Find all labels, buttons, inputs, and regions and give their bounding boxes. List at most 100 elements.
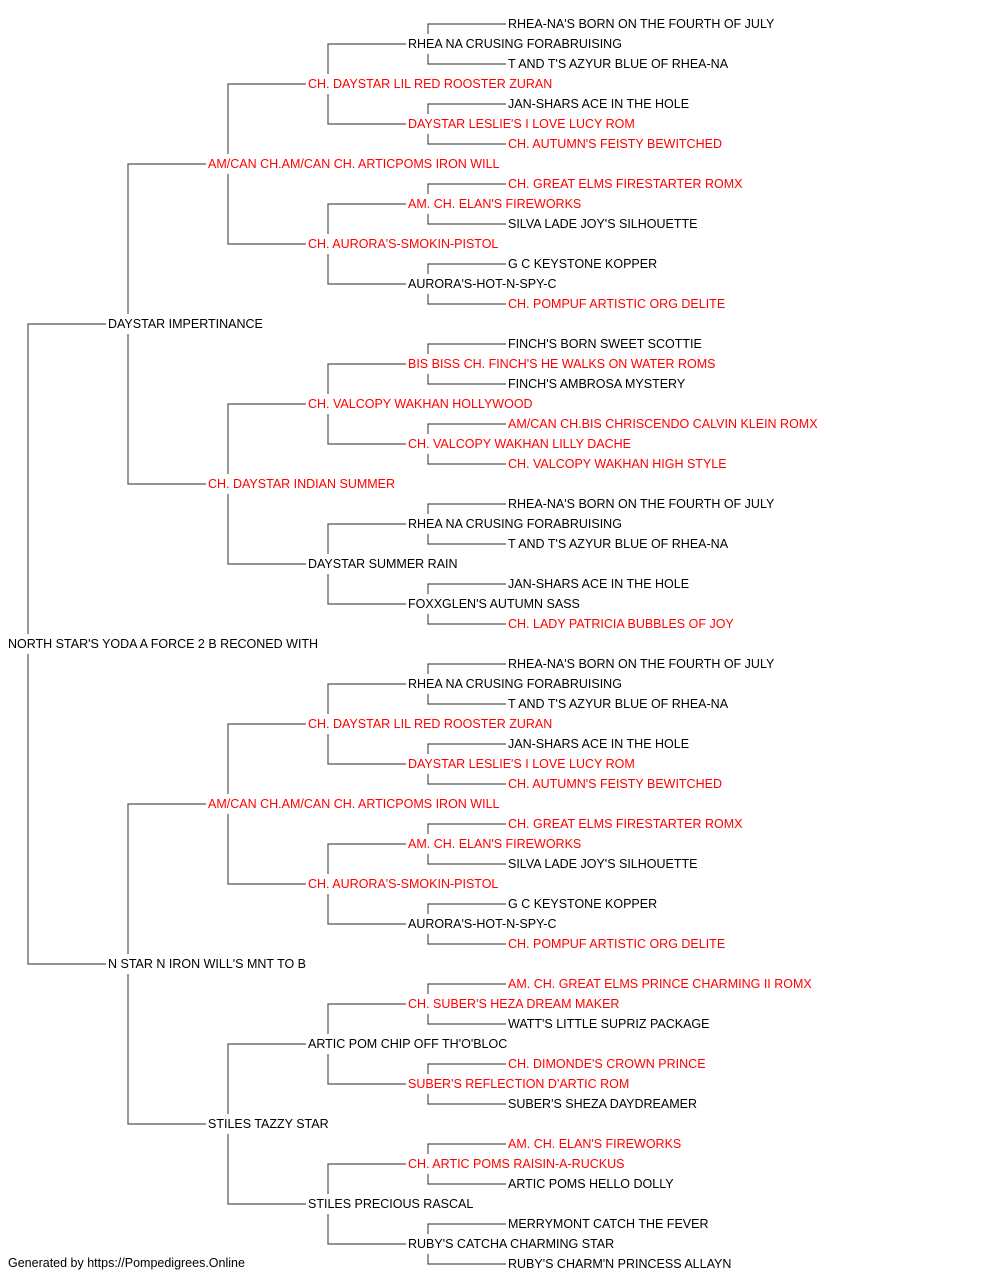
dam-connector-line [127, 334, 206, 485]
sire-connector-line [427, 23, 506, 34]
sire-connector-line [327, 363, 406, 394]
dam-name-gen5: T AND T'S AZYUR BLUE OF RHEA-NA [508, 57, 729, 71]
subject-dog-name: NORTH STAR'S YODA A FORCE 2 B RECONED WI… [8, 637, 318, 651]
sire-name-gen2: AM/CAN CH.AM/CAN CH. ARTICPOMS IRON WILL [208, 157, 500, 171]
dam-connector-line [327, 574, 406, 605]
sire-connector-line [327, 43, 406, 74]
sire-name-gen4: AM. CH. ELAN'S FIREWORKS [408, 837, 581, 851]
sire-name-gen5: JAN-SHARS ACE IN THE HOLE [508, 737, 689, 751]
sire-name-gen5: CH. DIMONDE'S CROWN PRINCE [508, 1057, 706, 1071]
dam-name-gen4: DAYSTAR LESLIE'S I LOVE LUCY ROM [408, 117, 635, 131]
dam-connector-line [427, 134, 506, 145]
sire-connector-line [227, 723, 306, 794]
dam-name-gen5: CH. POMPUF ARTISTIC ORG DELITE [508, 297, 725, 311]
dam-name-gen3: DAYSTAR SUMMER RAIN [308, 557, 458, 571]
sire-name-gen5: MERRYMONT CATCH THE FEVER [508, 1217, 708, 1231]
sire-name-gen5: RHEA-NA'S BORN ON THE FOURTH OF JULY [508, 497, 775, 511]
dam-name-gen2: STILES TAZZY STAR [208, 1117, 329, 1131]
sire-name-gen3: ARTIC POM CHIP OFF TH'O'BLOC [308, 1037, 507, 1051]
dam-name-gen5: WATT'S LITTLE SUPRIZ PACKAGE [508, 1017, 710, 1031]
dam-name-gen4: AURORA'S-HOT-N-SPY-C [408, 277, 556, 291]
sire-connector-line [427, 183, 506, 194]
sire-name-gen2: AM/CAN CH.AM/CAN CH. ARTICPOMS IRON WILL [208, 797, 500, 811]
dam-name-gen4: RUBY'S CATCHA CHARMING STAR [408, 1237, 614, 1251]
sire-name-gen5: CH. GREAT ELMS FIRESTARTER ROMX [508, 817, 743, 831]
dam-name-gen5: CH. AUTUMN'S FEISTY BEWITCHED [508, 777, 722, 791]
sire-name-gen5: G C KEYSTONE KOPPER [508, 257, 657, 271]
sire-name-gen5: AM/CAN CH.BIS CHRISCENDO CALVIN KLEIN RO… [508, 417, 818, 431]
dam-connector-line [327, 254, 406, 285]
sire-name-gen4: RHEA NA CRUSING FORABRUISING [408, 37, 622, 51]
sire-name-gen5: JAN-SHARS ACE IN THE HOLE [508, 577, 689, 591]
sire-name-gen3: CH. VALCOPY WAKHAN HOLLYWOOD [308, 397, 533, 411]
dam-name-gen2: CH. DAYSTAR INDIAN SUMMER [208, 477, 395, 491]
dam-name-gen5: T AND T'S AZYUR BLUE OF RHEA-NA [508, 697, 729, 711]
sire-connector-line [427, 663, 506, 674]
sire-connector-line [327, 1163, 406, 1194]
sire-connector-line [327, 523, 406, 554]
dam-name-gen5: SILVA LADE JOY'S SILHOUETTE [508, 857, 697, 871]
sire-connector-line [427, 1143, 506, 1154]
dam-name-gen5: SUBER'S SHEZA DAYDREAMER [508, 1097, 697, 1111]
sire-name-gen5: FINCH'S BORN SWEET SCOTTIE [508, 337, 702, 351]
dam-connector-line [427, 534, 506, 545]
sire-connector-line [327, 1003, 406, 1034]
sire-name-gen4: CH. SUBER'S HEZA DREAM MAKER [408, 997, 619, 1011]
dam-name-gen4: CH. VALCOPY WAKHAN LILLY DACHE [408, 437, 631, 451]
dam-name-gen5: SILVA LADE JOY'S SILHOUETTE [508, 217, 697, 231]
dam-name-gen1: N STAR N IRON WILL'S MNT TO B [108, 957, 306, 971]
dam-connector-line [427, 1174, 506, 1185]
sire-connector-line [427, 583, 506, 594]
dam-connector-line [427, 774, 506, 785]
dam-connector-line [327, 1214, 406, 1245]
sire-connector-line [427, 903, 506, 914]
dam-connector-line [327, 94, 406, 125]
sire-name-gen4: BIS BISS CH. FINCH'S HE WALKS ON WATER R… [408, 357, 716, 371]
dam-connector-line [327, 734, 406, 765]
sire-connector-line [427, 263, 506, 274]
dam-connector-line [227, 174, 306, 245]
dam-name-gen5: T AND T'S AZYUR BLUE OF RHEA-NA [508, 537, 729, 551]
dam-name-gen4: SUBER'S REFLECTION D'ARTIC ROM [408, 1077, 629, 1091]
dam-connector-line [427, 454, 506, 465]
sire-connector-line [427, 103, 506, 114]
sire-connector-line [327, 683, 406, 714]
sire-connector-line [327, 843, 406, 874]
sire-name-gen4: CH. ARTIC POMS RAISIN-A-RUCKUS [408, 1157, 624, 1171]
sire-connector-line [427, 503, 506, 514]
dam-name-gen4: AURORA'S-HOT-N-SPY-C [408, 917, 556, 931]
dam-connector-line [427, 1094, 506, 1105]
sire-connector-line [427, 743, 506, 754]
sire-name-gen1: DAYSTAR IMPERTINANCE [108, 317, 263, 331]
dam-connector-line [127, 974, 206, 1125]
dam-connector-line [427, 294, 506, 305]
dam-name-gen5: ARTIC POMS HELLO DOLLY [508, 1177, 674, 1191]
sire-connector-line [227, 403, 306, 474]
dam-name-gen3: CH. AURORA'S-SMOKIN-PISTOL [308, 877, 498, 891]
dam-connector-line [327, 414, 406, 445]
dam-connector-line [427, 374, 506, 385]
dam-name-gen5: CH. VALCOPY WAKHAN HIGH STYLE [508, 457, 727, 471]
sire-connector-line [427, 423, 506, 434]
footer-credit: Generated by https://Pompedigrees.Online [8, 1256, 245, 1270]
dam-connector-line [427, 614, 506, 625]
dam-name-gen5: CH. AUTUMN'S FEISTY BEWITCHED [508, 137, 722, 151]
dam-name-gen4: FOXXGLEN'S AUTUMN SASS [408, 597, 580, 611]
dam-name-gen3: STILES PRECIOUS RASCAL [308, 1197, 473, 1211]
sire-connector-line [227, 83, 306, 154]
dam-connector-line [327, 1054, 406, 1085]
sire-connector-line [427, 343, 506, 354]
dam-connector-line [427, 694, 506, 705]
dam-name-gen5: FINCH'S AMBROSA MYSTERY [508, 377, 686, 391]
dam-connector-line [27, 654, 106, 965]
dam-name-gen5: CH. LADY PATRICIA BUBBLES OF JOY [508, 617, 734, 631]
dam-connector-line [227, 814, 306, 885]
sire-name-gen4: AM. CH. ELAN'S FIREWORKS [408, 197, 581, 211]
sire-name-gen5: AM. CH. ELAN'S FIREWORKS [508, 1137, 681, 1151]
sire-name-gen5: RHEA-NA'S BORN ON THE FOURTH OF JULY [508, 17, 775, 31]
sire-name-gen5: RHEA-NA'S BORN ON THE FOURTH OF JULY [508, 657, 775, 671]
sire-connector-line [127, 803, 206, 954]
dam-name-gen3: CH. AURORA'S-SMOKIN-PISTOL [308, 237, 498, 251]
sire-name-gen4: RHEA NA CRUSING FORABRUISING [408, 677, 622, 691]
